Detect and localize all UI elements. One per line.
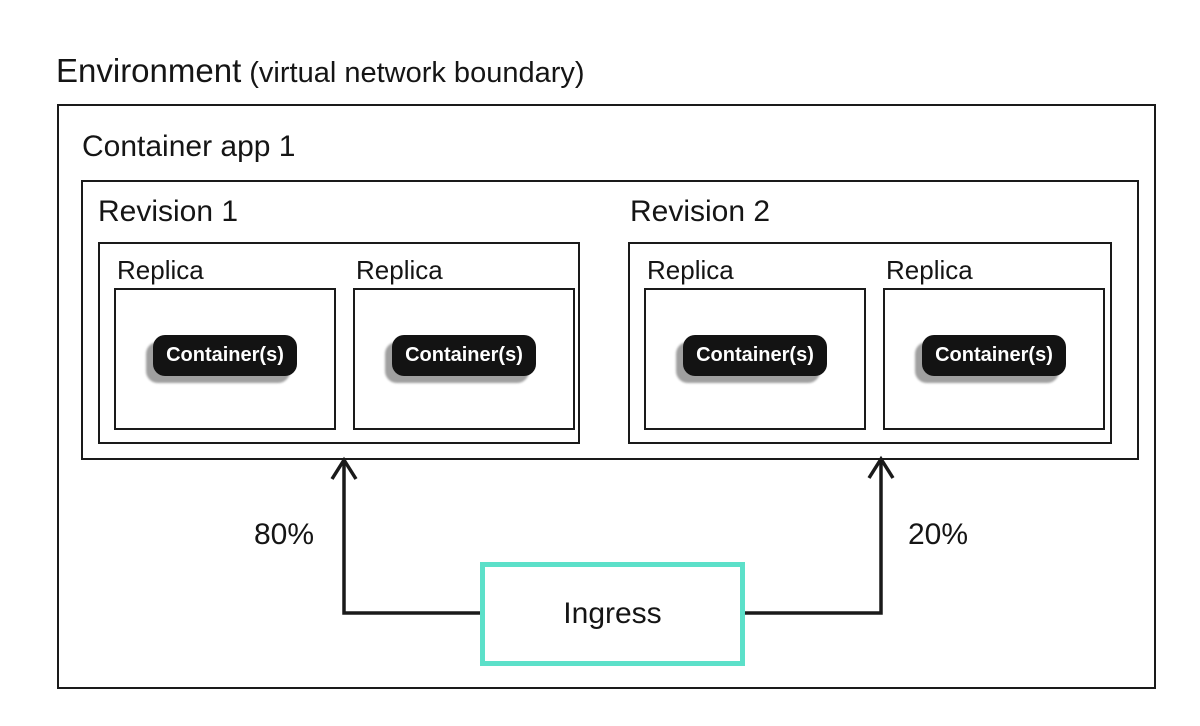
revision-1-label: Revision 1 xyxy=(98,195,239,228)
ingress-label: Ingress xyxy=(563,597,662,630)
replica-column: Replica Container(s) xyxy=(883,254,1105,430)
replica-label: Replica xyxy=(356,255,443,285)
ingress-box: Ingress xyxy=(480,562,745,666)
containers-badge: Container(s) xyxy=(922,334,1066,376)
virtual-network-boundary-note: (virtual network boundary) xyxy=(249,57,585,89)
replica-box: Container(s) xyxy=(114,288,336,430)
revision-1-replica-row: Replica Container(s) Replica Container(s… xyxy=(114,254,578,430)
revision-2-replica-row: Replica Container(s) Replica Container(s… xyxy=(644,254,1110,430)
revision-2-label: Revision 2 xyxy=(630,195,771,228)
environment-title: Environment xyxy=(56,52,242,89)
diagram-title: Environment(virtual network boundary) xyxy=(56,47,585,102)
container-app-label: Container app 1 xyxy=(82,130,296,163)
replica-box: Container(s) xyxy=(353,288,575,430)
traffic-percent-revision-2: 20% xyxy=(908,518,969,551)
replica-box: Container(s) xyxy=(883,288,1105,430)
replica-box: Container(s) xyxy=(644,288,866,430)
containers-badge: Container(s) xyxy=(392,334,536,376)
replica-column: Replica Container(s) xyxy=(114,254,336,430)
revision-1-replicas-group: Replica Container(s) Replica Container(s… xyxy=(98,242,580,444)
revision-2-replicas-group: Replica Container(s) Replica Container(s… xyxy=(628,242,1112,444)
containers-badge: Container(s) xyxy=(153,334,297,376)
replica-column: Replica Container(s) xyxy=(644,254,866,430)
replica-column: Replica Container(s) xyxy=(353,254,575,430)
traffic-percent-revision-1: 80% xyxy=(253,518,314,551)
replica-label: Replica xyxy=(117,255,204,285)
replica-label: Replica xyxy=(886,255,973,285)
containers-badge: Container(s) xyxy=(683,334,827,376)
replica-label: Replica xyxy=(647,255,734,285)
